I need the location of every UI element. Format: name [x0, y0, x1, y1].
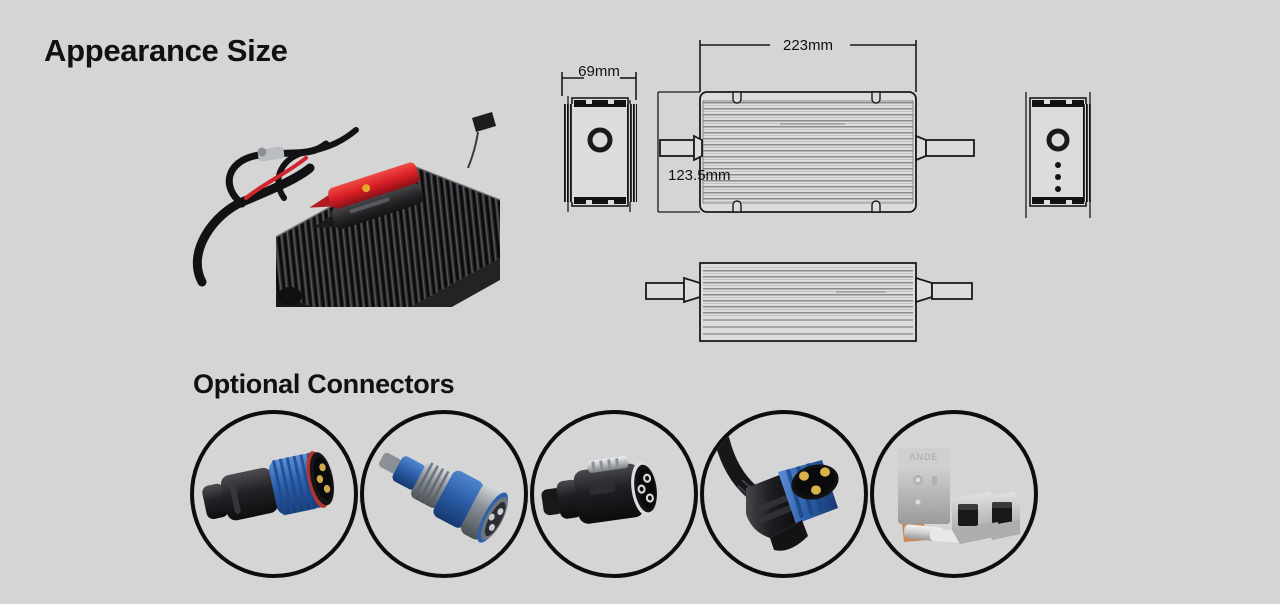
housing-front-pair — [952, 492, 1020, 544]
dimension-line-69mm — [561, 72, 637, 100]
connector-option-3[interactable] — [530, 410, 698, 578]
red-wire — [244, 156, 308, 200]
connector-pins — [799, 467, 830, 495]
drawing-top-view — [657, 40, 975, 213]
aviation-metal-connector-icon — [379, 452, 508, 543]
connector-sockets — [637, 473, 654, 503]
connector-option-2[interactable] — [360, 410, 528, 578]
connector-pins — [316, 463, 331, 493]
ring-terminal — [257, 146, 285, 162]
alligator-clip-black — [312, 182, 423, 230]
anderson-power-connector-icon: ANDE — [898, 448, 1020, 544]
dimension-label-length: 223mm — [783, 37, 833, 54]
product-photo-charger — [192, 112, 501, 307]
drawing-rear-end-view — [1025, 92, 1092, 218]
page-title-appearance-size: Appearance Size — [44, 33, 288, 68]
housing-rear: ANDE — [898, 448, 950, 524]
technical-drawings: 69mm — [561, 37, 1092, 342]
dimension-line-223mm — [699, 40, 917, 92]
dimension-label-width: 69mm — [578, 63, 620, 80]
cable-gland — [278, 287, 302, 305]
dimension-label-height: 123.5mm — [668, 167, 731, 184]
connector-option-4[interactable] — [700, 410, 868, 578]
section-title-optional-connectors: Optional Connectors — [193, 369, 455, 399]
drawing-side-view — [645, 262, 973, 342]
alligator-clip-red — [309, 162, 420, 209]
drawing-front-end-view — [561, 72, 637, 212]
dc-output-plug — [467, 112, 496, 169]
charger-side-face — [410, 258, 500, 307]
connector-pins — [488, 508, 504, 531]
connector-option-5[interactable]: ANDE — [870, 410, 1038, 578]
connector-option-1[interactable] — [190, 410, 358, 578]
dimension-line-123-5mm — [657, 91, 700, 213]
push-lock-panel-connector-icon — [541, 456, 657, 524]
output-cable — [192, 127, 359, 287]
led-indicator-holes — [1055, 162, 1061, 192]
sp-series-3-pin-connector-icon — [202, 451, 335, 521]
right-angle-cable-connector-icon — [714, 432, 839, 551]
svg-text:ANDE: ANDE — [909, 452, 938, 462]
